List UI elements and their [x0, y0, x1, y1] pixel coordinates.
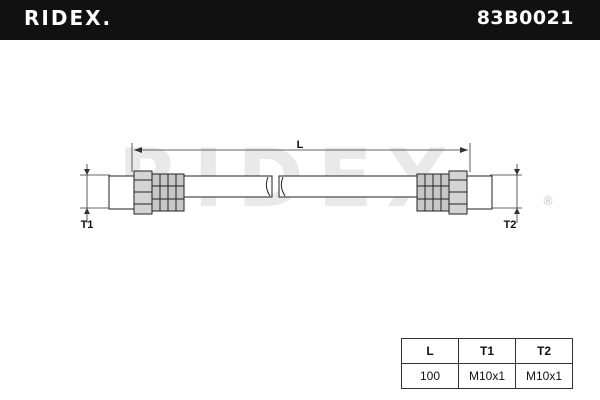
- spec-value-t2: M10x1: [515, 363, 573, 389]
- dimension-l: L: [131, 139, 471, 172]
- hose-body: [181, 175, 420, 198]
- spec-table-value-row: 100 M10x1 M10x1: [401, 363, 573, 389]
- thread-dimension-t1: T1: [80, 164, 110, 231]
- spec-value-l: 100: [401, 363, 459, 389]
- t2-label: T2: [504, 219, 517, 231]
- spec-header-l: L: [401, 338, 459, 364]
- brake-hose-drawing: RIDEX ® L T1 T2: [80, 132, 554, 231]
- spec-header-t1: T1: [458, 338, 516, 364]
- part-number: 83B0021: [476, 7, 574, 29]
- dimension-label: L: [297, 139, 304, 151]
- thread-dimension-t2: T2: [490, 164, 522, 231]
- header-bar: RIDEX. 83B0021: [0, 0, 600, 40]
- left-fitting: [108, 170, 185, 215]
- spec-table: L T1 T2 100 M10x1 M10x1: [401, 338, 573, 389]
- t1-label: T1: [81, 219, 94, 231]
- spec-header-t2: T2: [515, 338, 573, 364]
- spec-table-header-row: L T1 T2: [401, 338, 573, 364]
- brand-logo: RIDEX.: [24, 6, 113, 30]
- right-fitting: [416, 170, 493, 215]
- watermark-registered-mark: ®: [542, 194, 554, 208]
- spec-value-t1: M10x1: [458, 363, 516, 389]
